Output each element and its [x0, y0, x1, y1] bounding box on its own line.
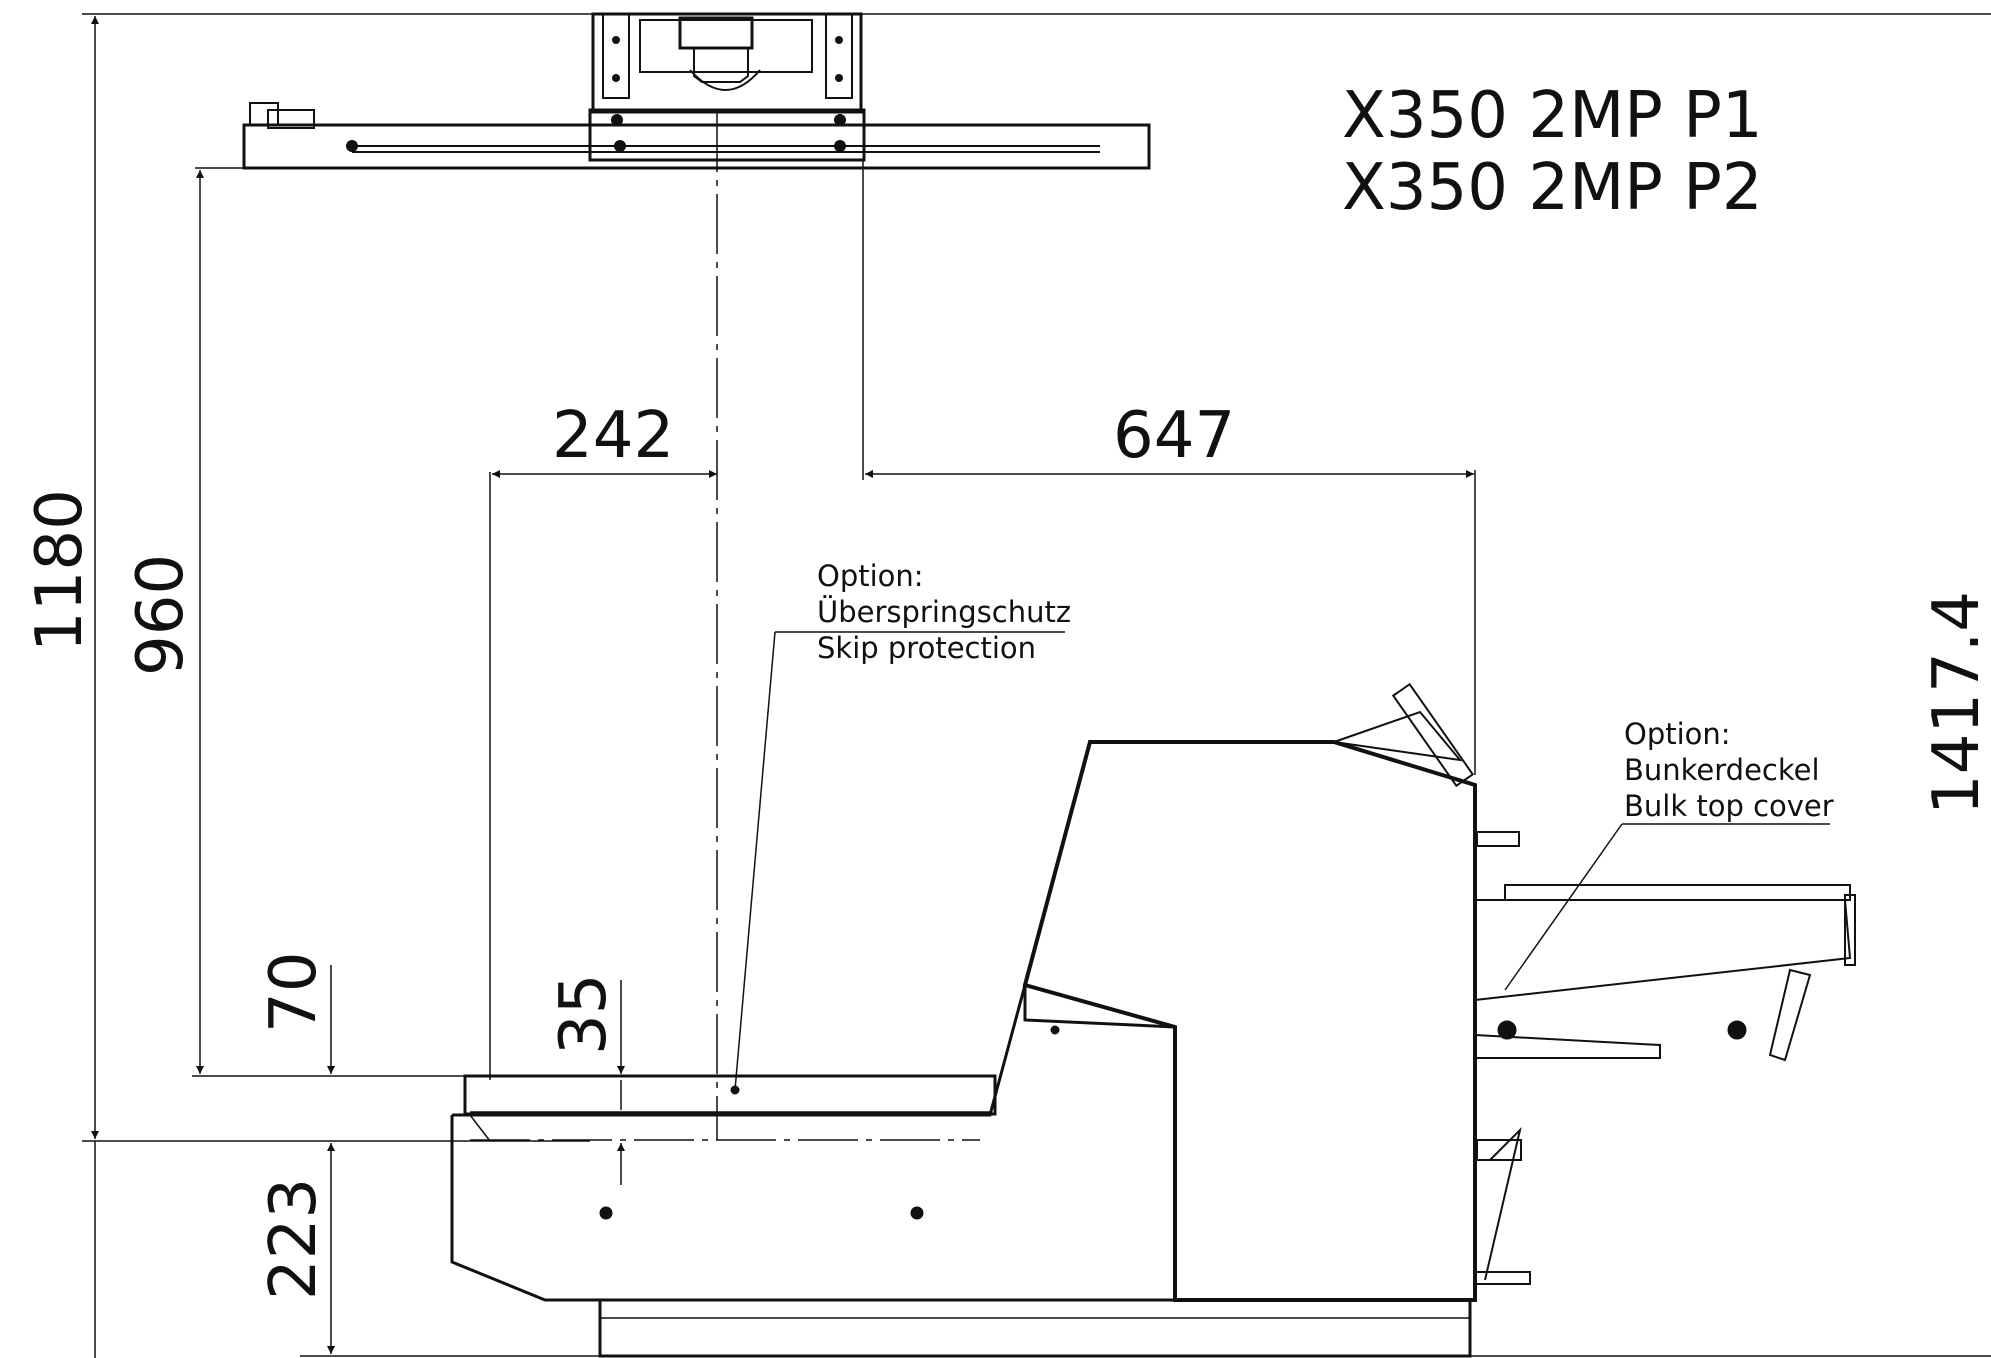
dimension-223: 223: [257, 1177, 331, 1300]
dimension-242: 242: [552, 399, 675, 473]
note-skip-line-1: Option:: [817, 559, 924, 593]
dimension-lines: [82, 13, 1991, 1358]
note-skip-line-2: Überspringschutz: [817, 595, 1072, 629]
dimension-1417-4: 1417.4: [1920, 591, 1991, 815]
dimension-70: 70: [257, 951, 331, 1033]
note-bulk-top-cover: Option: Bunkerdeckel Bulk top cover: [1624, 716, 1834, 824]
model-title-p1: X350 2MP P1: [1342, 79, 1763, 153]
note-skip-line-3: Skip protection: [817, 631, 1037, 665]
center-lines: [470, 112, 980, 1141]
dimension-647: 647: [1113, 399, 1236, 473]
model-title-p2: X350 2MP P2: [1342, 151, 1763, 225]
note-skip-protection: Option: Überspringschutz Skip protection: [817, 558, 1071, 666]
note-bulk-line-2: Bunkerdeckel: [1624, 753, 1820, 787]
top-view-unit: [242, 12, 1151, 170]
dimension-1180: 1180: [23, 489, 97, 652]
note-bulk-line-1: Option:: [1624, 717, 1731, 751]
side-view-machine: [450, 631, 1856, 1358]
dimension-35: 35: [547, 973, 621, 1055]
dimension-960: 960: [124, 553, 198, 676]
note-bulk-line-3: Bulk top cover: [1624, 789, 1834, 823]
